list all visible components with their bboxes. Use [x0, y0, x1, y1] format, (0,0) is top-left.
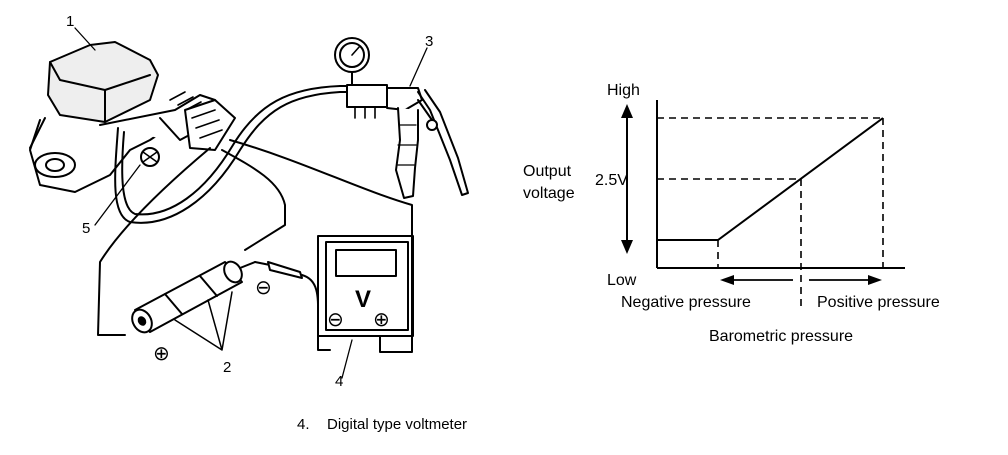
output-voltage-graph: High Low Output voltage 2.5V Negative pr… — [523, 82, 940, 345]
battery-negative-mark: ⊖ — [255, 277, 272, 299]
test-setup-illustration — [29, 27, 469, 379]
caption-number: 4. — [297, 416, 310, 433]
setup-callouts: 1 2 3 4 5 ⊕ ⊖ V ⊖ ⊕ — [66, 13, 433, 390]
y-low-label: Low — [607, 272, 637, 289]
hand-vacuum-pump — [334, 37, 469, 199]
dry-cell-batteries — [131, 260, 331, 351]
callout-5: 5 — [82, 220, 90, 237]
wire-ground — [221, 149, 286, 251]
graph-axes — [656, 100, 905, 269]
x-negative-label: Negative pressure — [621, 294, 751, 311]
y-title-line1: Output — [523, 163, 572, 180]
map-sensor — [29, 41, 236, 193]
x-title: Barometric pressure — [709, 328, 853, 345]
voltmeter-minus-terminal: ⊖ — [327, 309, 344, 331]
y-2v5-label: 2.5V — [595, 172, 628, 189]
voltage-range-arrow — [621, 104, 633, 254]
y-title-line2: voltage — [523, 185, 575, 202]
callout-4: 4 — [335, 373, 343, 390]
wire-to-voltmeter — [229, 139, 413, 233]
pressure-direction-arrows — [720, 275, 882, 285]
voltmeter-unit: V — [355, 286, 371, 313]
wire-to-battery-plus — [97, 147, 211, 336]
vacuum-hose — [114, 91, 341, 224]
caption-text: Digital type voltmeter — [327, 416, 467, 433]
callout-3: 3 — [425, 33, 433, 50]
digital-voltmeter — [317, 231, 414, 353]
y-high-label: High — [607, 82, 640, 99]
x-positive-label: Positive pressure — [817, 294, 940, 311]
dashed-guides — [657, 117, 884, 310]
callout-2: 2 — [223, 359, 231, 376]
callout-1: 1 — [66, 13, 74, 30]
mounting-bolt — [140, 147, 160, 167]
battery-positive-mark: ⊕ — [153, 343, 170, 365]
voltmeter-plus-terminal: ⊕ — [373, 309, 390, 331]
caption: 4. Digital type voltmeter — [297, 416, 467, 433]
